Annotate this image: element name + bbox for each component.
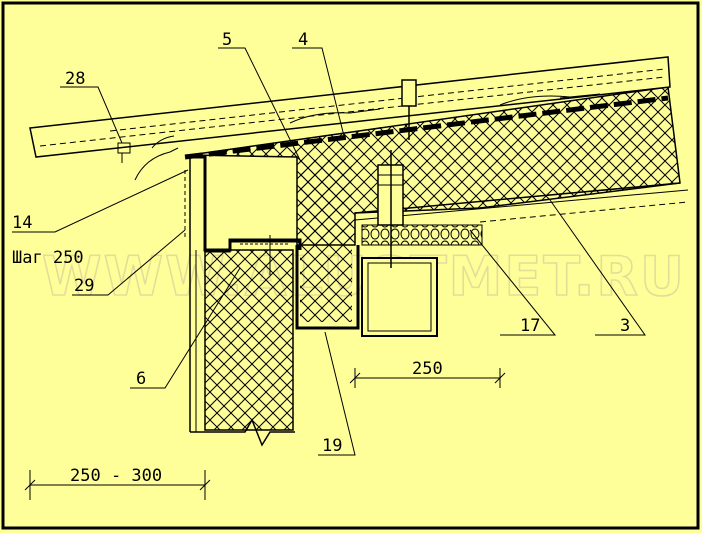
wall-insulation <box>204 249 294 431</box>
label-28: 28 <box>65 69 85 89</box>
label-29: 29 <box>74 276 94 296</box>
label-17: 17 <box>520 316 540 336</box>
roof-liner-bottom <box>354 189 689 221</box>
coil-spacer <box>361 224 483 246</box>
leader-lines <box>12 47 646 456</box>
dimension-250-300: 250 - 300 <box>70 466 162 486</box>
dimension-lines <box>24 368 506 500</box>
label-5: 5 <box>222 30 232 50</box>
profile-step <box>205 241 300 253</box>
eave-bracket <box>117 142 131 154</box>
label-6: 6 <box>136 369 146 389</box>
break-line <box>190 418 295 447</box>
airflow-arrow-5 <box>559 93 601 99</box>
airflow-arrow-2 <box>151 135 175 149</box>
label-step: Шаг 250 <box>12 248 84 268</box>
dimension-250: 250 <box>412 359 443 379</box>
label-19: 19 <box>322 436 342 456</box>
airflow-arrow-3 <box>289 108 381 124</box>
u-profile <box>295 245 360 330</box>
label-14: 14 <box>12 213 32 233</box>
roof-sheet-dashed-line-2 <box>109 68 666 132</box>
airflow-arrow-4 <box>499 95 571 106</box>
top-screw-head <box>401 79 417 107</box>
roof-liner-dashed <box>479 201 689 223</box>
roof-liner-top <box>354 182 681 214</box>
label-3: 3 <box>620 316 630 336</box>
roof-covering-sheet <box>29 56 671 158</box>
purlin-box <box>361 257 438 337</box>
purlin-inner <box>367 262 432 332</box>
insulation-plug <box>300 160 352 322</box>
roof-sheet-dashed-line <box>39 76 666 147</box>
label-4: 4 <box>298 30 308 50</box>
membrane-layer <box>184 95 669 160</box>
airflow-arrow-1 <box>134 147 179 181</box>
